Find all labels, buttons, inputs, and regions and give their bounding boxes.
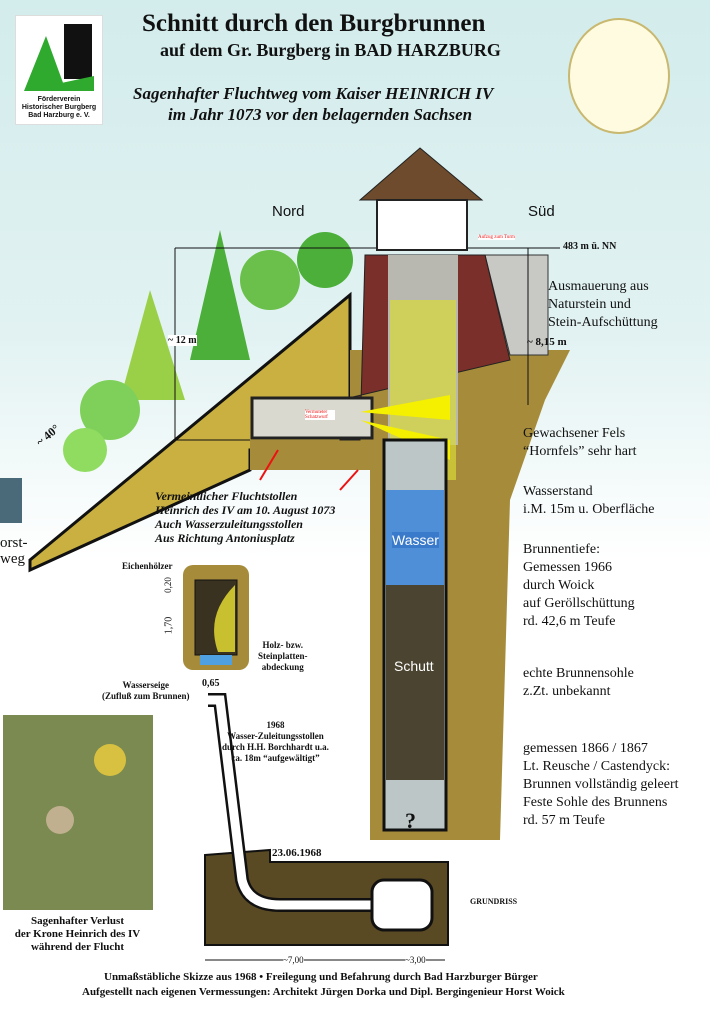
- tower-roof: [358, 147, 484, 201]
- plan-dim-7: ~7,00: [283, 955, 304, 965]
- page-title: Schnitt durch den Burgbrunnen: [142, 10, 486, 37]
- label-north: Nord: [272, 203, 305, 220]
- plan-date: 23.06.1968: [272, 847, 322, 859]
- measure-elevation: 483 m ü. NN: [563, 241, 617, 252]
- footer-line-1: Unmaßstäbliche Skizze aus 1968 • Freileg…: [104, 971, 538, 983]
- legend-picture: [3, 715, 153, 910]
- label-cover: Holz- bzw.Steinplatten-abdeckung: [258, 640, 308, 672]
- label-oak: Eichenhölzer: [122, 561, 173, 571]
- light-beam: [360, 395, 450, 420]
- shaft-rubble-label: Schutt: [394, 658, 434, 674]
- red-label-shaft: Vermuteter Schatzwurf: [305, 410, 335, 420]
- legend-title-2: im Jahr 1073 vor den belagernden Sachsen: [168, 105, 473, 124]
- red-label-tower: Aufzug zum Turm: [478, 235, 515, 240]
- legend-title-1: Sagenhafter Fluchtweg vom Kaiser HEINRIC…: [133, 84, 494, 103]
- logo-line2: Historischer Burgberg: [21, 104, 97, 111]
- page-subtitle: auf dem Gr. Burgberg in BAD HARZBURG: [160, 40, 501, 60]
- plan-chamber: [370, 878, 434, 932]
- label-020: 0,20: [162, 577, 173, 593]
- hikers: [0, 478, 22, 523]
- left-edge-word-2: weg: [0, 551, 25, 567]
- logo-line3: Bad Harzburg e. V.: [28, 112, 90, 119]
- label-south: Süd: [528, 203, 555, 220]
- stone-fill-south: [484, 254, 549, 356]
- label-drain: Wasserseige(Zufluß zum Brunnen): [102, 680, 190, 701]
- shaft-unknown-mark: ?: [405, 808, 416, 833]
- plan-dim-3: ~3,00: [405, 955, 426, 965]
- rubble-zone: [386, 585, 444, 780]
- note-rock: Gewachsener Fels“Hornfels” sehr hart: [523, 426, 637, 459]
- page-edge: [710, 0, 724, 1024]
- tower-top: [376, 199, 468, 251]
- footer-line-2: Aufgestellt nach eigenen Vermessungen: A…: [82, 986, 565, 998]
- label-170: 1,70: [163, 616, 175, 635]
- emperor-seal: [568, 18, 670, 134]
- left-edge-word-1: orst-: [0, 535, 28, 551]
- logo-line1: Förderverein: [37, 96, 81, 103]
- trees: [63, 230, 353, 472]
- plan-label: GRUNDRISS: [470, 897, 518, 906]
- measure-height: ~ 12 m: [168, 335, 197, 346]
- shaft-water-label: Wasser: [392, 532, 439, 548]
- measure-depth: ~ 8,15 m: [527, 336, 567, 348]
- label-065: 0,65: [202, 678, 220, 689]
